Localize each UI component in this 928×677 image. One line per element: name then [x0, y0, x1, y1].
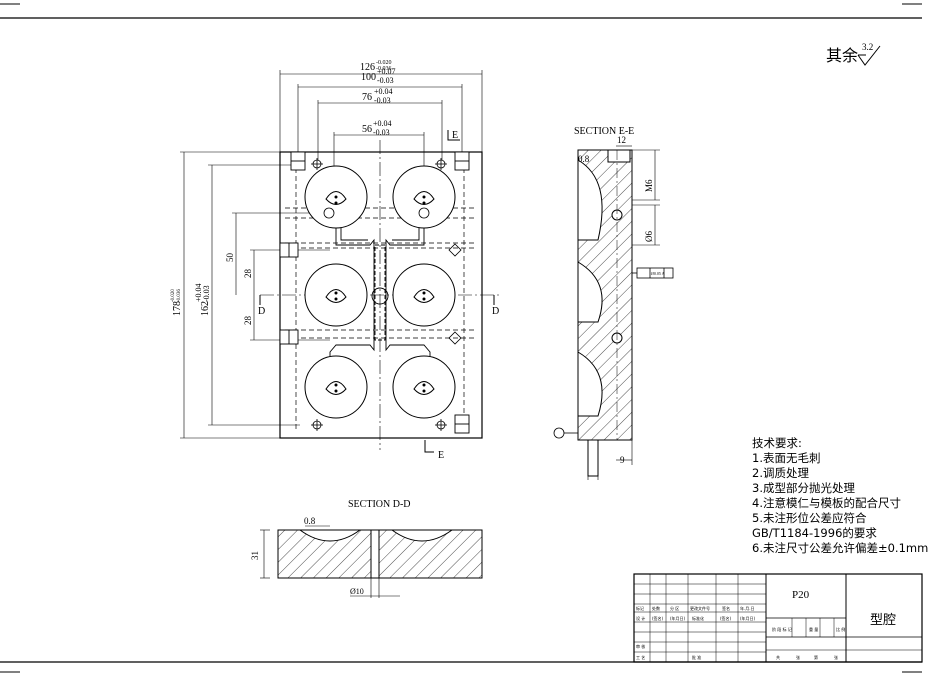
- ee-dim-0.8: 0.8: [578, 154, 590, 164]
- tech-item: 4.注意模仁与模板的配合尺寸: [752, 496, 901, 510]
- cavity-bottom-left: [304, 355, 368, 419]
- cavity-mid-left: [304, 263, 368, 327]
- roughness-symbol: 其余 3.2: [826, 42, 881, 66]
- tb-weight-label: 重 量: [809, 626, 818, 632]
- section-label-e-bottom: E: [438, 450, 444, 461]
- svg-text:-0.020: -0.020: [171, 289, 176, 302]
- svg-text:-0.03: -0.03: [377, 76, 394, 85]
- tb-row2-label: (年月日): [670, 615, 686, 621]
- tb-material: P20: [792, 589, 810, 601]
- section-ee-view: SECTION E-E 12 0.8 M6 Ø6 9: [553, 126, 674, 480]
- tech-item: 3.成型部分抛光处理: [752, 481, 855, 495]
- tb-approve-label: 批 准: [692, 654, 701, 660]
- ee-callout-text: Ø0.05 A: [651, 271, 665, 276]
- tb-scale-label: 比 例: [836, 626, 845, 632]
- svg-text:-0.020: -0.020: [376, 60, 392, 66]
- dim-178: 178 -0.020 -0.036: [171, 289, 183, 316]
- cavity-mid-right: [392, 263, 456, 327]
- ee-dim-phi6: Ø6: [644, 231, 654, 242]
- tb-stage-label: 阶 段 标 记: [772, 626, 792, 632]
- svg-text:+0.04: +0.04: [374, 87, 393, 96]
- tb-sheet-info: 第: [814, 654, 818, 660]
- tb-sheet-info: 共: [776, 654, 780, 660]
- svg-text:+0.04: +0.04: [373, 119, 392, 128]
- svg-text:+0.04: +0.04: [194, 283, 203, 302]
- dim-28-lower: 28: [243, 316, 253, 326]
- ee-dim-m6: M6: [644, 179, 654, 192]
- dd-dim-31: 31: [250, 551, 260, 560]
- dim-100: 100 +0.07 -0.03: [361, 67, 396, 85]
- tech-item: 5.未注形位公差应符合: [752, 511, 867, 525]
- svg-text:-0.03: -0.03: [374, 96, 391, 105]
- dim-76: 76 +0.04 -0.03: [362, 87, 393, 105]
- plug-markers: [311, 158, 462, 431]
- tb-process-label: 工 艺: [636, 655, 645, 660]
- tb-sheet-info: 张: [796, 654, 800, 660]
- tb-row-label: 更改文件号: [690, 605, 710, 611]
- svg-text:-0.03: -0.03: [373, 128, 390, 137]
- top-dimension-lines: [279, 70, 483, 175]
- dim-126: 126 -0.020 -0.036: [360, 60, 392, 73]
- tb-row2-label: (签名): [652, 615, 664, 621]
- tech-heading: 技术要求:: [752, 436, 802, 450]
- tb-row-label: 年.月.日: [740, 605, 755, 611]
- roughness-prefix: 其余: [826, 46, 858, 65]
- tb-row2-label: 设 计: [636, 615, 645, 621]
- section-dd-title: SECTION D-D: [348, 499, 411, 510]
- datum-a: [553, 426, 579, 440]
- cavity-top-right: [392, 165, 456, 229]
- svg-text:-0.03: -0.03: [202, 285, 211, 302]
- section-label-d-right: D: [492, 306, 499, 317]
- tb-row-label: 签名: [722, 605, 730, 611]
- tb-review-label: 审 核: [636, 643, 645, 649]
- section-ee-title: SECTION E-E: [574, 126, 634, 137]
- tech-item: 1.表面无毛刺: [752, 451, 821, 465]
- tb-row2-label: (年月日): [740, 615, 756, 621]
- cavity-bottom-right: [392, 355, 456, 419]
- tech-item: GB/T1184-1996的要求: [752, 526, 877, 540]
- svg-text:162: 162: [200, 301, 211, 316]
- svg-text:+0.07: +0.07: [377, 67, 396, 76]
- ee-dim-12: 12: [617, 135, 626, 145]
- title-block: [633, 573, 923, 663]
- ee-dim-9: 9: [620, 455, 625, 465]
- svg-text:76: 76: [362, 92, 372, 103]
- cavity-top-left: [304, 165, 368, 229]
- dd-dim-0.8: 0.8: [304, 516, 316, 526]
- tb-part-name: 型腔: [870, 613, 896, 628]
- tb-row2-label: 标准化: [692, 615, 704, 621]
- dim-50: 50: [225, 253, 235, 263]
- dim-162: 162 +0.04 -0.03: [194, 283, 211, 316]
- tb-row2-label: (签名): [720, 615, 732, 621]
- dim-28-upper: 28: [243, 269, 253, 279]
- svg-text:56: 56: [362, 124, 372, 135]
- plan-view: 126 -0.020 -0.036 100 +0.07 -0.03 76 +0.…: [171, 60, 502, 461]
- tb-sheet-info: 张: [834, 654, 838, 660]
- section-label-e-top: E: [452, 130, 458, 141]
- dim-56: 56 +0.04 -0.03: [362, 119, 392, 137]
- section-dd-view: SECTION D-D 0.8 31 Ø10: [250, 499, 483, 598]
- tb-row-label: 分 区: [670, 605, 679, 611]
- roughness-value: 3.2: [862, 42, 873, 52]
- ee-tolerance-callout: [632, 267, 674, 279]
- cooling-fittings: [279, 151, 470, 434]
- section-label-d-left: D: [258, 306, 265, 317]
- svg-text:178: 178: [172, 301, 183, 316]
- tech-item: 6.未注尺寸公差允许偏差±0.1mm: [752, 541, 928, 555]
- section-arrows: [259, 130, 495, 453]
- svg-text:-0.036: -0.036: [177, 289, 182, 302]
- dd-dim-phi10: Ø10: [350, 587, 364, 596]
- tb-row-label: 处数: [652, 605, 660, 611]
- tech-item: 2.调质处理: [752, 466, 809, 480]
- svg-text:126: 126: [360, 62, 375, 73]
- tb-row-label: 标记: [636, 605, 644, 611]
- svg-text:-0.036: -0.036: [376, 66, 392, 72]
- svg-text:100: 100: [361, 72, 376, 83]
